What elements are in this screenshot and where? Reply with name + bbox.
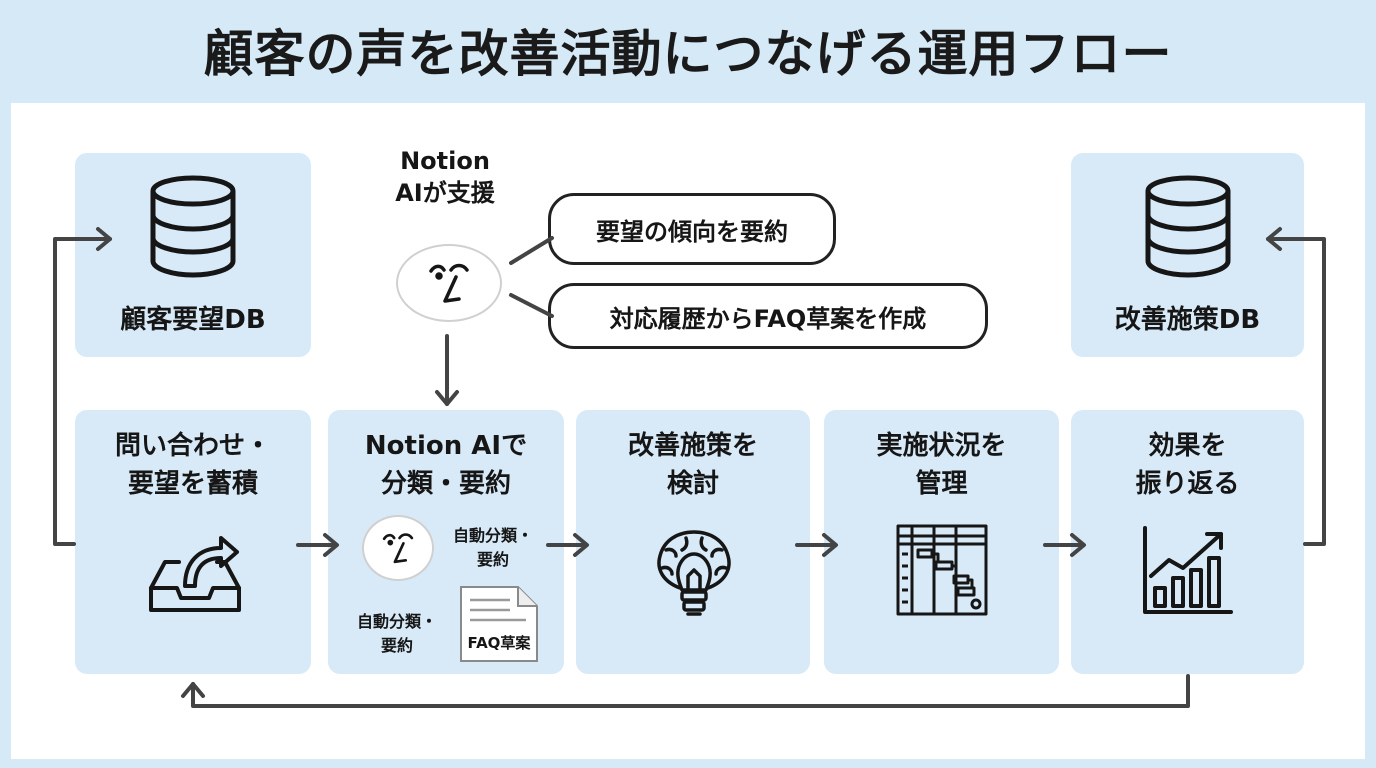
ai-support-caption: Notion AIが支援 bbox=[370, 145, 520, 209]
auto-classify-label-left: 自動分類・ 要約 bbox=[356, 612, 437, 655]
bubble-tail-2 bbox=[509, 293, 554, 318]
step-manage-label: 実施状況を 管理 bbox=[876, 431, 1007, 499]
faq-draft-bubble: 対応履歴からFAQ草案を作成 bbox=[548, 283, 988, 349]
notion-ai-icon bbox=[396, 244, 502, 322]
arrow-review-to-db bbox=[1266, 237, 1326, 546]
step-plan-label: 改善施策を 検討 bbox=[627, 431, 758, 499]
database-icon bbox=[1145, 175, 1231, 278]
summary-trend-bubble: 要望の傾向を要約 bbox=[548, 193, 836, 265]
auto-classify-label-right: 自動分類・ 要約 bbox=[452, 526, 533, 569]
step-manage-box: 実施状況を 管理 bbox=[824, 410, 1059, 674]
notion-ai-face-icon bbox=[429, 263, 469, 303]
customer-request-db-box: 顧客要望DB bbox=[75, 153, 311, 357]
ai-caption-line1: Notion bbox=[400, 147, 490, 175]
improvement-db-label: 改善施策DB bbox=[1114, 305, 1261, 335]
step-classify-label: Notion AIで 分類・要約 bbox=[364, 431, 528, 499]
improvement-db-box: 改善施策DB bbox=[1071, 153, 1304, 357]
arrow-collect-to-db bbox=[53, 237, 112, 546]
ai-caption-line2: AIが支援 bbox=[395, 179, 495, 207]
document-icon bbox=[460, 586, 538, 662]
lightbulb-brain-icon bbox=[657, 530, 731, 616]
faq-draft-doc-label: FAQ草案 bbox=[467, 634, 531, 652]
bubble-tail-1 bbox=[509, 236, 554, 265]
step-review-box: 効果を 振り返る bbox=[1071, 410, 1304, 674]
growth-chart-icon bbox=[1143, 526, 1233, 614]
arrow-feedback-loop bbox=[191, 674, 1190, 708]
step-plan-box: 改善施策を 検討 bbox=[576, 410, 810, 674]
notion-ai-face-icon bbox=[382, 533, 414, 564]
notion-ai-small-icon bbox=[362, 515, 434, 581]
step-collect-box: 問い合わせ・ 要望を蓄積 bbox=[75, 410, 311, 674]
step-collect-label: 問い合わせ・ 要望を蓄積 bbox=[114, 431, 271, 499]
customer-request-db-label: 顧客要望DB bbox=[120, 305, 266, 335]
database-icon bbox=[150, 175, 236, 278]
step-review-label: 効果を 振り返る bbox=[1135, 431, 1240, 499]
gantt-chart-icon bbox=[896, 524, 988, 616]
inbox-icon bbox=[149, 536, 241, 612]
page-title: 顧客の声を改善活動につなげる運用フロー bbox=[203, 25, 1173, 83]
